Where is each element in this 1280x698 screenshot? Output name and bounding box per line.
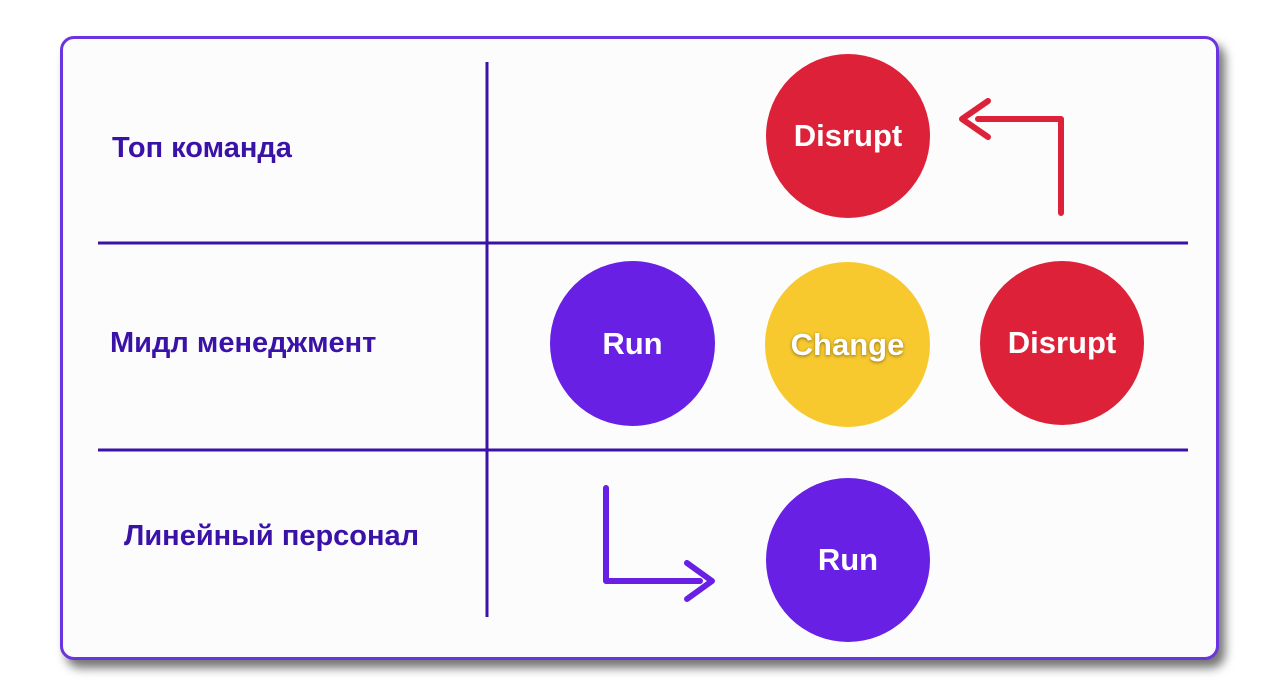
node-top-disrupt: Disrupt bbox=[766, 54, 930, 218]
row-label-middle-management: Мидл менеджмент bbox=[110, 327, 377, 359]
node-middle-disrupt-label: Disrupt bbox=[1007, 325, 1117, 360]
node-bottom-run: Run bbox=[766, 478, 930, 642]
escalation-arrow bbox=[959, 98, 1064, 216]
node-middle-change-label: Change bbox=[790, 326, 905, 362]
node-top-disrupt-label: Disrupt bbox=[793, 118, 903, 153]
row-label-top-team: Топ команда bbox=[112, 132, 292, 164]
node-middle-run-label: Run bbox=[602, 325, 663, 361]
delegation-arrow bbox=[603, 485, 715, 602]
node-middle-change: Change bbox=[765, 262, 930, 427]
node-middle-disrupt: Disrupt bbox=[980, 261, 1144, 425]
delegation-arrow-head bbox=[684, 560, 715, 602]
node-middle-run: Run bbox=[550, 261, 715, 426]
row-label-line-staff: Линейный персонал bbox=[124, 520, 420, 552]
node-bottom-run-label: Run bbox=[817, 542, 879, 577]
escalation-arrow-head bbox=[959, 98, 991, 140]
